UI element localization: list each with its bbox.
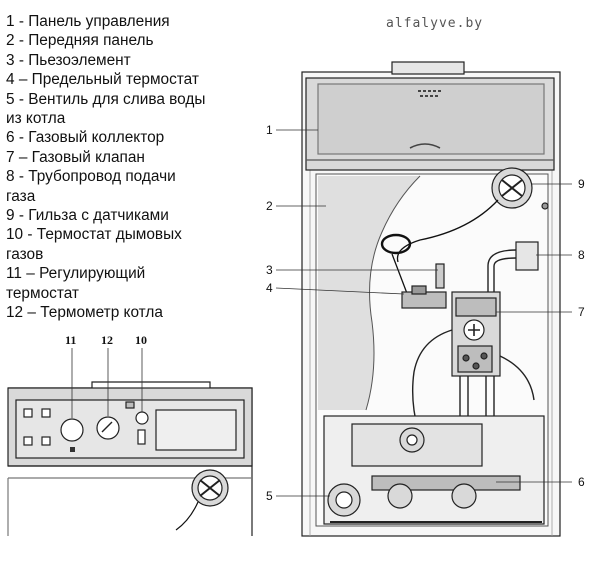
callout-4: 4	[266, 281, 273, 295]
flue-gas-thermostat	[125, 401, 149, 445]
legend-item-8: 8 - Трубопровод подачи	[6, 168, 176, 186]
boiler-thermometer	[96, 416, 120, 440]
top-flue-cap	[391, 61, 465, 75]
main-callouts: 1 2 3 4 5 6 7 8 9	[266, 123, 585, 503]
legend-item-4: 4 – Предельный термостат	[6, 71, 199, 89]
callout-10: 10	[135, 333, 147, 347]
callout-8: 8	[578, 248, 585, 262]
legend-item-2: 2 - Передняя панель	[6, 32, 154, 50]
sensor-sleeve	[491, 167, 549, 210]
callout-11: 11	[65, 333, 76, 347]
legend-item-5-cont: из котла	[6, 110, 66, 128]
legend-item-12: 12 – Термометр котла	[6, 304, 163, 322]
front-panel-shading	[318, 176, 420, 410]
detail-sensor-sleeve	[175, 469, 229, 531]
detail-switches	[23, 408, 51, 446]
legend-item-5: 5 - Вентиль для слива воды	[6, 90, 206, 108]
piezo-and-thermostat	[401, 263, 447, 309]
site-watermark: alfalyve.by	[386, 16, 484, 31]
legend-item-7: 7 – Газовый клапан	[6, 148, 145, 166]
callout-6: 6	[578, 475, 585, 489]
legend-item-10-cont: газов	[6, 245, 44, 263]
legend-item-6: 6 - Газовый коллектор	[6, 129, 165, 147]
detail-leader-lines	[71, 348, 143, 418]
control-panel-main	[305, 77, 555, 171]
legend-item-1: 1 - Панель управления	[6, 13, 170, 30]
gas-manifold	[371, 475, 521, 509]
callout-5: 5	[266, 489, 273, 503]
callout-9: 9	[578, 177, 585, 191]
detail-callouts: 11 12 10	[65, 333, 147, 347]
gas-supply-pipe	[487, 241, 539, 296]
regulating-thermostat	[60, 418, 84, 452]
main-leader-lines	[275, 129, 572, 497]
callout-7: 7	[578, 305, 585, 319]
detail-inset	[7, 348, 253, 536]
gas-valve	[451, 291, 501, 377]
callout-3: 3	[266, 263, 273, 277]
callout-2: 2	[266, 199, 273, 213]
legend-item-8-cont: газа	[6, 187, 36, 205]
sensor-capillary	[380, 199, 499, 297]
detail-display-area	[155, 409, 237, 451]
drain-valve	[327, 483, 361, 517]
panel-vents	[418, 90, 441, 97]
legend-item-11-cont: термостат	[6, 284, 79, 302]
burner-compartment	[323, 415, 545, 525]
legend-item-11: 11 – Регулирующий	[6, 265, 146, 283]
legend-item-3: 3 - Пьезоэлемент	[6, 51, 131, 69]
legend-item-10: 10 - Термостат дымовых	[6, 226, 182, 244]
callout-12: 12	[101, 333, 113, 347]
legend: 1 - Панель управления 2 - Передняя панел…	[6, 12, 205, 323]
callout-1: 1	[266, 123, 273, 137]
legend-item-9: 9 - Гильза с датчиками	[6, 207, 169, 225]
